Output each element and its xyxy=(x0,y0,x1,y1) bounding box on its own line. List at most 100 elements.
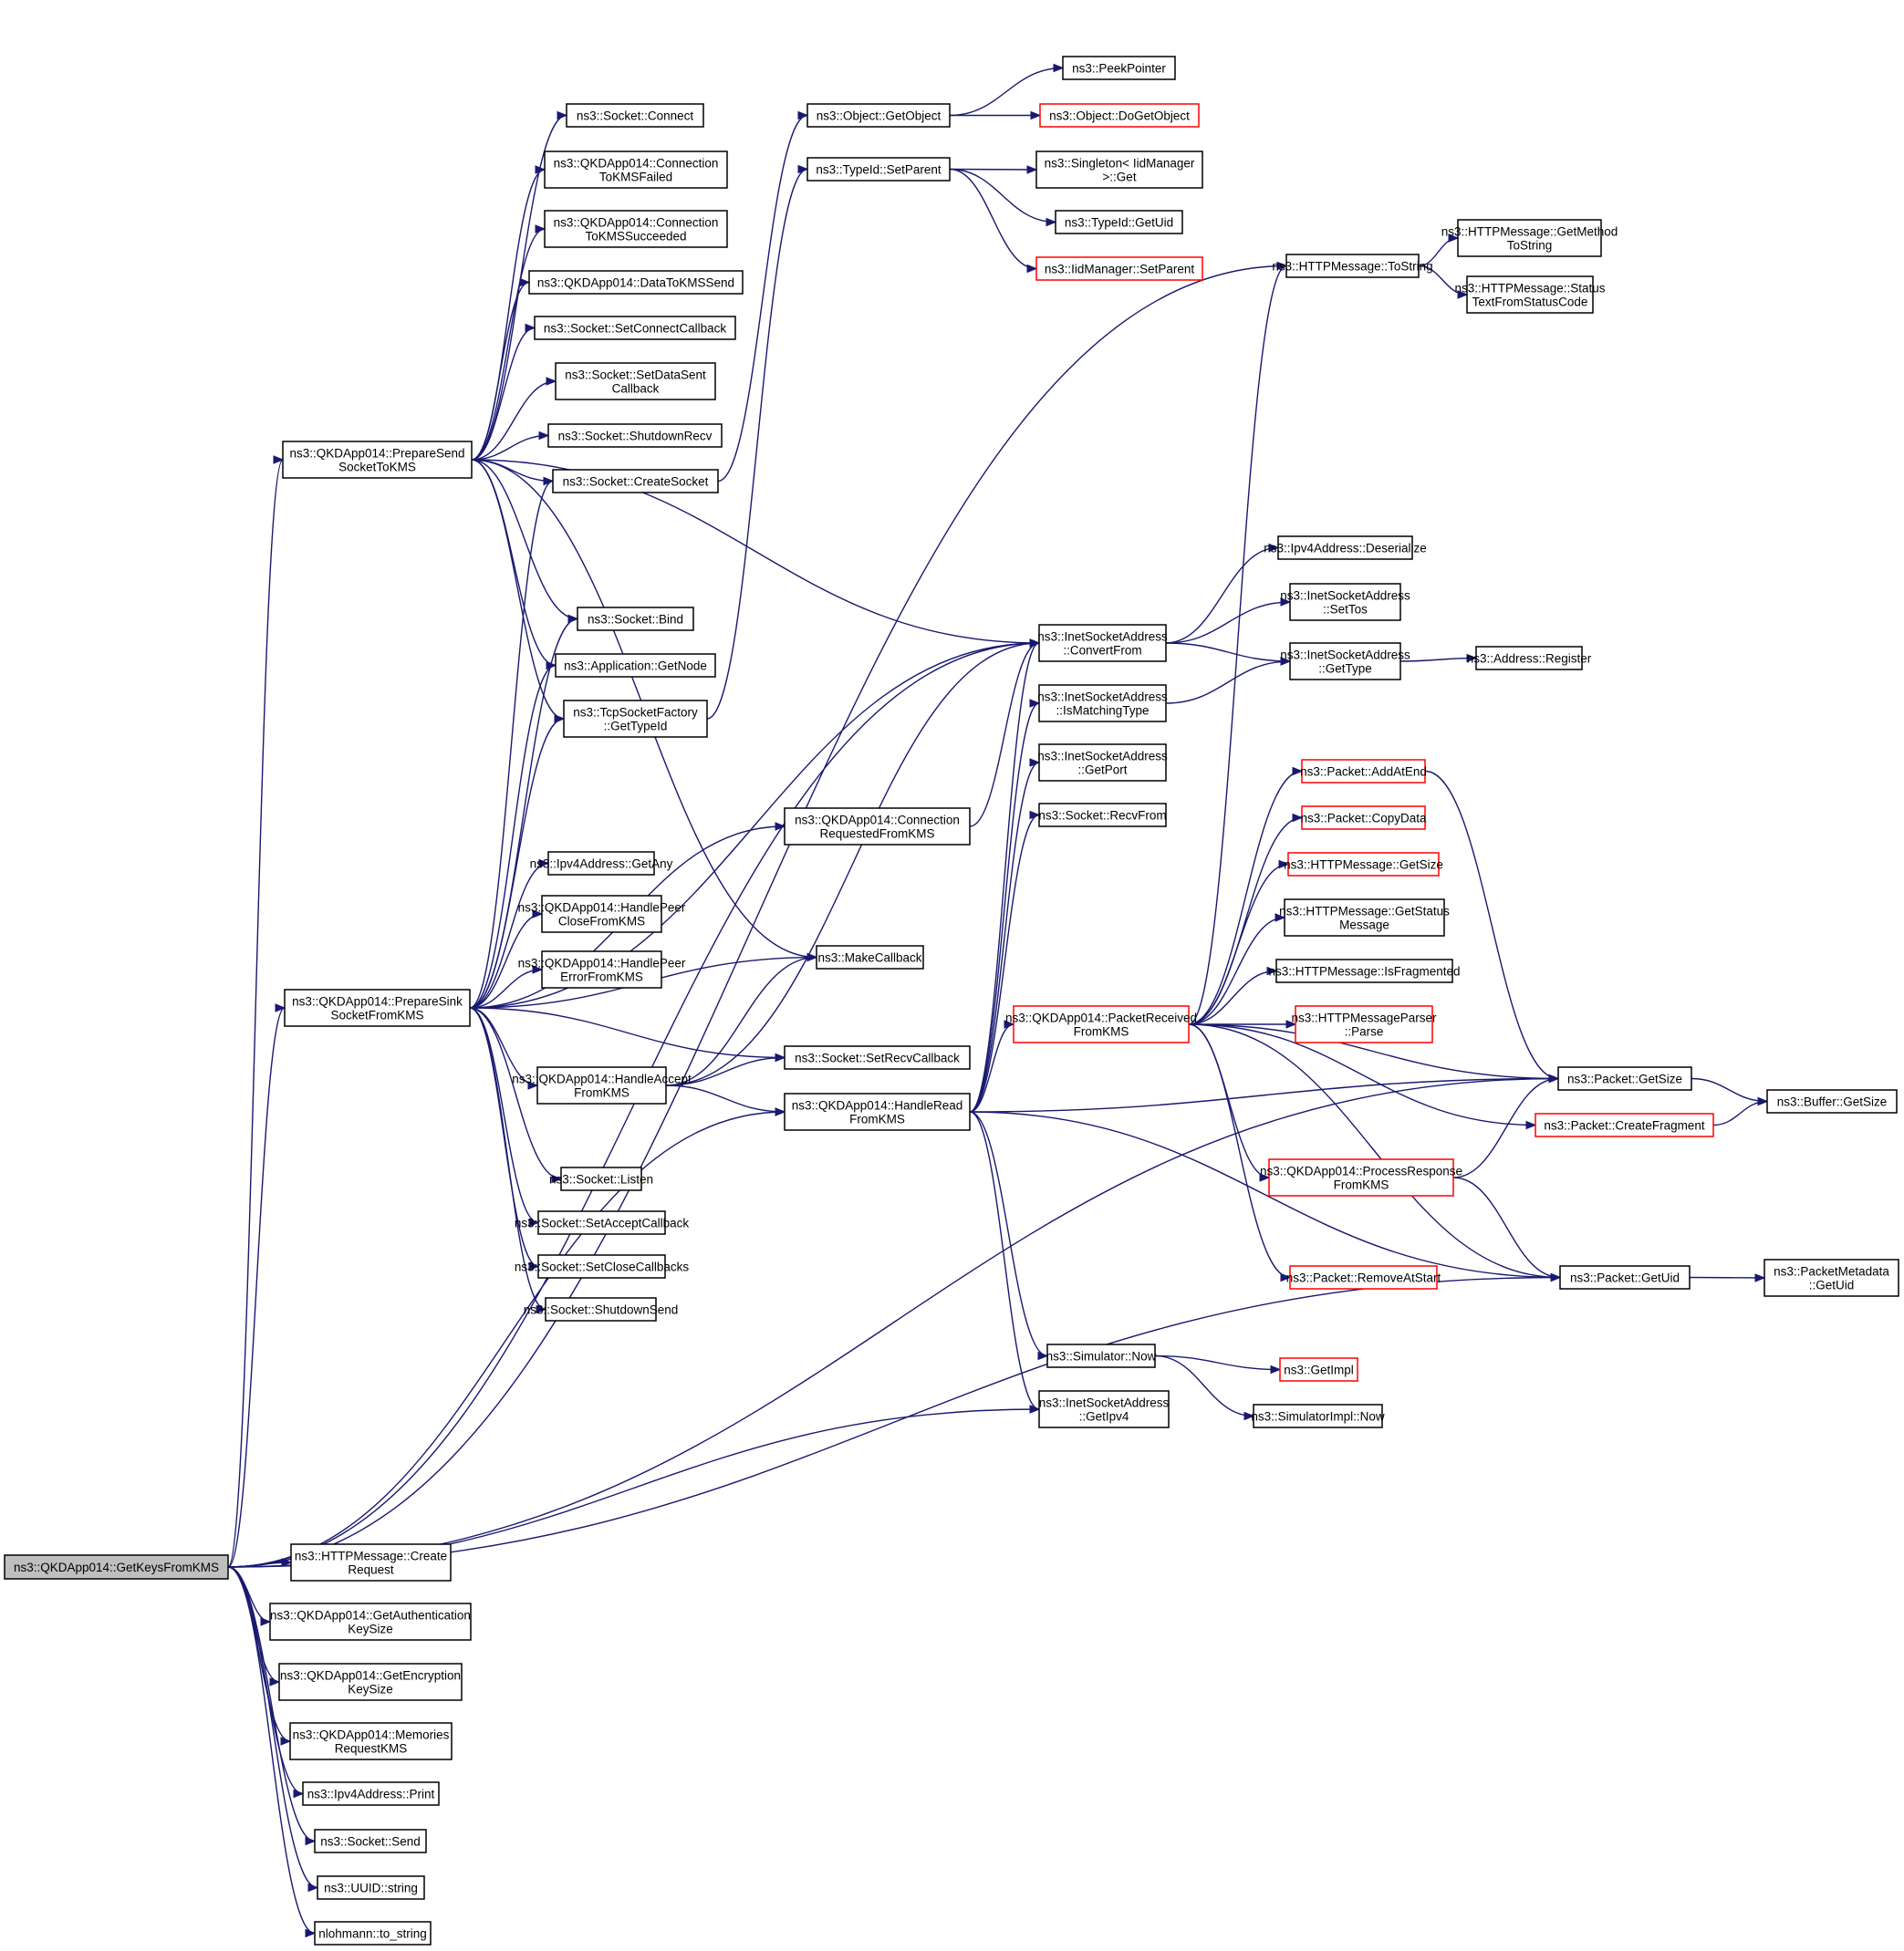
node-set-tos[interactable]: ns3::InetSocketAddress::SetTos xyxy=(1280,583,1410,621)
node-ipv4-print[interactable]: ns3::Ipv4Address::Print xyxy=(302,1781,440,1806)
node-add-at-end[interactable]: ns3::Packet::AddAtEnd xyxy=(1300,759,1427,784)
arrowhead-icon xyxy=(1757,1096,1769,1106)
node-root[interactable]: ns3::QKDApp014::GetKeysFromKMS xyxy=(4,1554,229,1580)
node-box xyxy=(1284,898,1445,937)
edges-layer xyxy=(227,63,1769,1938)
edge-root-to-get-ipv4 xyxy=(227,1408,1040,1568)
node-parse[interactable]: ns3::HTTPMessageParser::Parse xyxy=(1291,1005,1437,1043)
edge-handle-read-to-convert-from xyxy=(969,642,1040,1113)
node-bind[interactable]: ns3::Socket::Bind xyxy=(577,607,694,631)
arrowhead-icon xyxy=(551,1174,563,1184)
node-label: ns3::QKDApp014::PacketReceived xyxy=(1005,1012,1197,1025)
node-label: ns3::Packet::GetUid xyxy=(1570,1271,1680,1285)
node-sim-impl-now[interactable]: ns3::SimulatorImpl::Now xyxy=(1251,1404,1385,1428)
node-buf-get-size[interactable]: ns3::Buffer::GetSize xyxy=(1766,1089,1898,1114)
node-get-any[interactable]: ns3::Ipv4Address::GetAny xyxy=(530,851,673,876)
node-singleton-get[interactable]: ns3::Singleton< IidManager>::Get xyxy=(1035,150,1203,189)
node-get-impl[interactable]: ns3::GetImpl xyxy=(1279,1357,1358,1382)
arrowhead-icon xyxy=(281,1558,293,1567)
node-get-type[interactable]: ns3::InetSocketAddress::GetType xyxy=(1280,642,1410,680)
node-get-ipv4[interactable]: ns3::InetSocketAddress::GetIpv4 xyxy=(1038,1390,1170,1428)
node-status-text[interactable]: ns3::HTTPMessage::StatusTextFromStatusCo… xyxy=(1454,275,1606,314)
node-label: ns3::Singleton< IidManager xyxy=(1045,157,1195,171)
arrowhead-icon xyxy=(280,1737,292,1746)
node-make-callback[interactable]: ns3::MakeCallback xyxy=(816,945,924,970)
node-box xyxy=(563,700,708,738)
edge-is-matching-to-get-type xyxy=(1165,660,1291,704)
node-copy-data[interactable]: ns3::Packet::CopyData xyxy=(1300,805,1427,830)
node-do-get-object[interactable]: ns3::Object::DoGetObject xyxy=(1039,103,1200,128)
node-create-fragment[interactable]: ns3::Packet::CreateFragment xyxy=(1535,1113,1714,1137)
arrowhead-icon xyxy=(260,1617,272,1626)
node-pkt-get-size[interactable]: ns3::Packet::GetSize xyxy=(1557,1066,1692,1091)
edge-root-to-uuid-string xyxy=(227,1566,318,1889)
node-peek-pointer[interactable]: ns3::PeekPointer xyxy=(1062,56,1176,80)
node-label: ns3::UUID::string xyxy=(324,1882,418,1895)
node-box xyxy=(816,945,924,970)
edge-handle-read-to-get-port xyxy=(969,762,1040,1113)
node-pkt-get-uid[interactable]: ns3::Packet::GetUid xyxy=(1559,1265,1691,1290)
node-label: SocketFromKMS xyxy=(330,1009,423,1022)
node-type-id-get-uid[interactable]: ns3::TypeId::GetUid xyxy=(1055,210,1183,234)
node-box xyxy=(1035,256,1203,281)
node-create-socket[interactable]: ns3::Socket::CreateSocket xyxy=(552,469,719,493)
node-uuid-string[interactable]: ns3::UUID::string xyxy=(317,1875,425,1900)
node-listen[interactable]: ns3::Socket::Listen xyxy=(549,1167,653,1191)
node-set-close-cbs[interactable]: ns3::Socket::SetCloseCallbacks xyxy=(515,1254,690,1279)
node-meta-get-uid[interactable]: ns3::PacketMetadata::GetUid xyxy=(1764,1259,1899,1297)
arrowhead-icon xyxy=(775,1053,786,1063)
node-label: ns3::Socket::RecvFrom xyxy=(1038,809,1166,823)
node-box xyxy=(290,1543,452,1582)
node-http-to-string[interactable]: ns3::HTTPMessage::ToString xyxy=(1272,254,1433,278)
node-shut-send[interactable]: ns3::Socket::ShutdownSend xyxy=(524,1297,679,1322)
node-label: ns3::Socket::SetRecvCallback xyxy=(795,1052,960,1065)
node-set-parent[interactable]: ns3::TypeId::SetParent xyxy=(806,157,951,182)
node-get-object[interactable]: ns3::Object::GetObject xyxy=(806,103,951,128)
node-shut-recv[interactable]: ns3::Socket::ShutdownRecv xyxy=(547,423,723,448)
node-connect[interactable]: ns3::Socket::Connect xyxy=(566,103,704,128)
node-set-conn-cb[interactable]: ns3::Socket::SetConnectCallback xyxy=(534,316,736,340)
node-addr-register[interactable]: ns3::Address::Register xyxy=(1467,646,1592,670)
node-label: ns3::HTTPMessage::ToString xyxy=(1272,260,1432,274)
node-remove-at-start[interactable]: ns3::Packet::RemoveAtStart xyxy=(1286,1265,1441,1290)
node-get-port[interactable]: ns3::InetSocketAddress::GetPort xyxy=(1037,743,1168,782)
node-set-accept-cb[interactable]: ns3::Socket::SetAcceptCallback xyxy=(515,1210,690,1235)
arrowhead-icon xyxy=(1466,653,1478,663)
edge-prep-sink-to-set-recv-cb xyxy=(469,1007,786,1059)
node-set-recv-cb[interactable]: ns3::Socket::SetRecvCallback xyxy=(784,1045,971,1070)
node-http-get-size[interactable]: ns3::HTTPMessage::GetSize xyxy=(1284,852,1443,877)
node-to-string[interactable]: nlohmann::to_string xyxy=(314,1921,432,1946)
node-box xyxy=(541,950,662,989)
node-convert-from[interactable]: ns3::InetSocketAddress::ConvertFrom xyxy=(1037,624,1168,662)
node-get-node[interactable]: ns3::Application::GetNode xyxy=(555,653,716,678)
node-tcp-type-id[interactable]: ns3::TcpSocketFactory::GetTypeId xyxy=(563,700,708,738)
node-sim-now[interactable]: ns3::Simulator::Now xyxy=(1046,1344,1157,1368)
node-socket-send[interactable]: ns3::Socket::Send xyxy=(314,1829,427,1853)
node-is-matching[interactable]: ns3::InetSocketAddress::IsMatchingType xyxy=(1037,684,1168,722)
node-conn-req[interactable]: ns3::QKDApp014::ConnectionRequestedFromK… xyxy=(784,807,971,846)
node-data-send[interactable]: ns3::QKDApp014::DataToKMSSend xyxy=(528,270,744,295)
node-label: ns3::Packet::CreateFragment xyxy=(1544,1119,1705,1133)
node-recv-from[interactable]: ns3::Socket::RecvFrom xyxy=(1038,803,1167,827)
node-iid-set-parent[interactable]: ns3::IidManager::SetParent xyxy=(1035,256,1203,281)
node-deserialize[interactable]: ns3::Ipv4Address::Deserialize xyxy=(1264,535,1427,560)
node-is-fragmented[interactable]: ns3::HTTPMessage::IsFragmented xyxy=(1268,959,1461,983)
arrowhead-icon xyxy=(535,224,546,233)
